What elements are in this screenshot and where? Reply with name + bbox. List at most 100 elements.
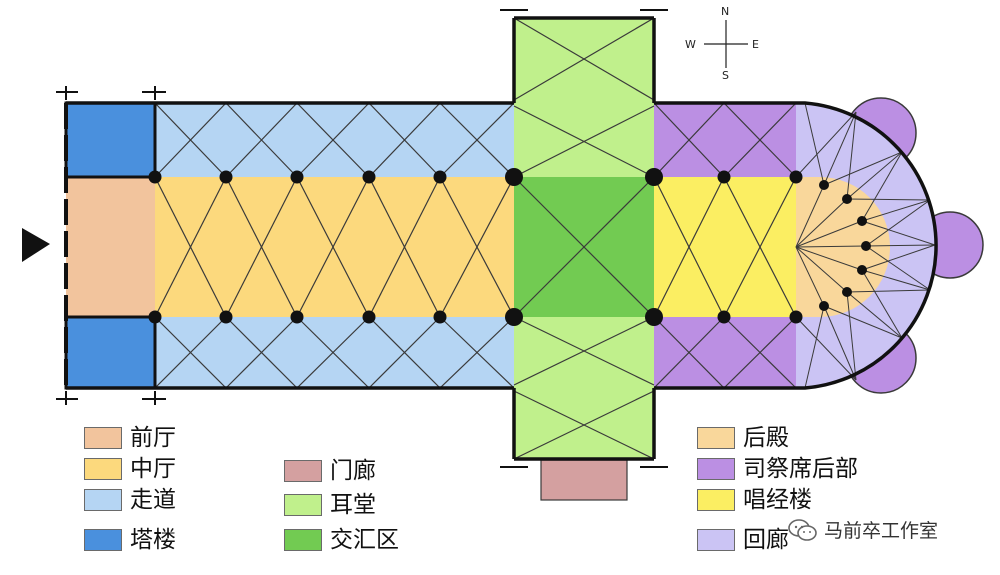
ambulatory-rib (823, 111, 857, 186)
compass-east-label: E (752, 38, 759, 51)
legend-label: 门廊 (330, 458, 376, 484)
ambulatory-rib (846, 111, 857, 200)
legend-item-tower: 塔楼 (84, 526, 176, 554)
apse-rib (795, 184, 825, 248)
apse-rib (795, 246, 848, 293)
legend-item-choir: 唱经楼 (697, 486, 812, 514)
apse-rib (795, 246, 863, 271)
legend-item-aisle: 走道 (84, 486, 176, 514)
outer-wall (66, 16, 938, 461)
aisle-vault-rib (296, 102, 370, 178)
apse-rib (795, 246, 825, 307)
transept-vault-rib (513, 105, 655, 178)
apse-rib (795, 198, 848, 248)
compass-south-label: S (722, 69, 729, 82)
transept-vault-rib (513, 17, 655, 101)
ambulatory-rib (823, 305, 903, 339)
nave-vault-rib (154, 176, 227, 318)
legend-swatch (84, 458, 122, 480)
transept-vault-rib (513, 390, 655, 460)
ambulatory-rib (861, 269, 931, 291)
pillar (148, 310, 162, 324)
aisle-vault-rib (154, 102, 227, 178)
ambulatory-rib (846, 198, 931, 201)
nave-vault-rib (225, 176, 298, 318)
watermark: 马前卒工作室 (788, 516, 938, 543)
legend-label: 回廊 (743, 527, 789, 553)
choir-aisle-south (654, 317, 796, 388)
aisle-vault-rib (225, 316, 298, 389)
pillar (789, 170, 803, 184)
tower-south (66, 317, 155, 388)
crossing-pier (505, 308, 523, 326)
legend-swatch (284, 494, 322, 516)
nave-vault-rib (439, 176, 515, 318)
apse-rib (795, 245, 867, 248)
transept-vault-rib (513, 316, 655, 386)
legend-swatch (697, 427, 735, 449)
pillars (148, 168, 871, 326)
ambulatory-rib (823, 151, 903, 186)
legend-item-crossing: 交汇区 (284, 526, 399, 554)
choir-aisle-rib (723, 316, 797, 389)
apse-pillar (819, 301, 829, 311)
ambulatory-rib (846, 151, 903, 200)
choir-aisle-rib (723, 102, 797, 178)
tower-north (66, 103, 155, 177)
legend-item-transept: 耳堂 (284, 491, 376, 519)
apse-pillar (819, 180, 829, 190)
transept-north (514, 18, 654, 177)
pillar (789, 310, 803, 324)
transept-south (514, 317, 654, 459)
ambulatory-rib (795, 316, 857, 381)
legend-label: 司祭席后部 (743, 456, 858, 482)
ambulatory-rib (861, 199, 931, 222)
legend-swatch (84, 489, 122, 511)
ambulatory-rib (804, 305, 825, 389)
aisle-vault-rib (225, 102, 298, 178)
porch (541, 460, 627, 500)
pillar (717, 170, 731, 184)
ambulatory-rib (846, 291, 903, 339)
legend-item-porch: 门廊 (284, 457, 376, 485)
crossing-vault-rib (513, 176, 655, 318)
apse-rib (795, 220, 863, 248)
nave-vault-rib (296, 176, 370, 318)
legend-label: 耳堂 (330, 492, 376, 518)
aisle-vault-rib (439, 102, 515, 178)
ambulatory-rib (861, 244, 936, 271)
legend-item-apse: 后殿 (697, 424, 789, 452)
legend-item-ambulatory: 回廊 (697, 526, 789, 554)
apse-pillar (861, 241, 871, 251)
ambulatory-rib (861, 269, 903, 339)
legend-swatch (84, 427, 122, 449)
legend-swatch (284, 529, 322, 551)
ambulatory-rib (865, 245, 931, 291)
pillar (148, 170, 162, 184)
apse-pillar (857, 216, 867, 226)
choir-vault-rib (723, 176, 797, 318)
legend-swatch (84, 529, 122, 551)
legend-label: 前厅 (130, 425, 176, 451)
ambulatory-rib (804, 102, 825, 186)
legend-swatch (697, 489, 735, 511)
legend-swatch (284, 460, 322, 482)
crossing-pier (645, 168, 663, 186)
crossing-pier (505, 168, 523, 186)
aisle-vault-rib (368, 102, 441, 178)
crossing-pier (645, 308, 663, 326)
ambulatory-rib (846, 291, 857, 381)
pillar (290, 310, 304, 324)
pillar (290, 170, 304, 184)
legend-label: 后殿 (743, 425, 789, 451)
legend-item-nave: 中厅 (84, 455, 176, 483)
ambulatory-rib (861, 151, 903, 222)
aisle-vault-rib (368, 316, 441, 389)
legend-label: 塔楼 (130, 527, 176, 553)
apse-pillar (842, 194, 852, 204)
wechat-logo-icon (788, 518, 817, 541)
aisle-vault-rib (439, 316, 515, 389)
apse-pillar (842, 287, 852, 297)
aisle-vault-rib (154, 316, 227, 389)
